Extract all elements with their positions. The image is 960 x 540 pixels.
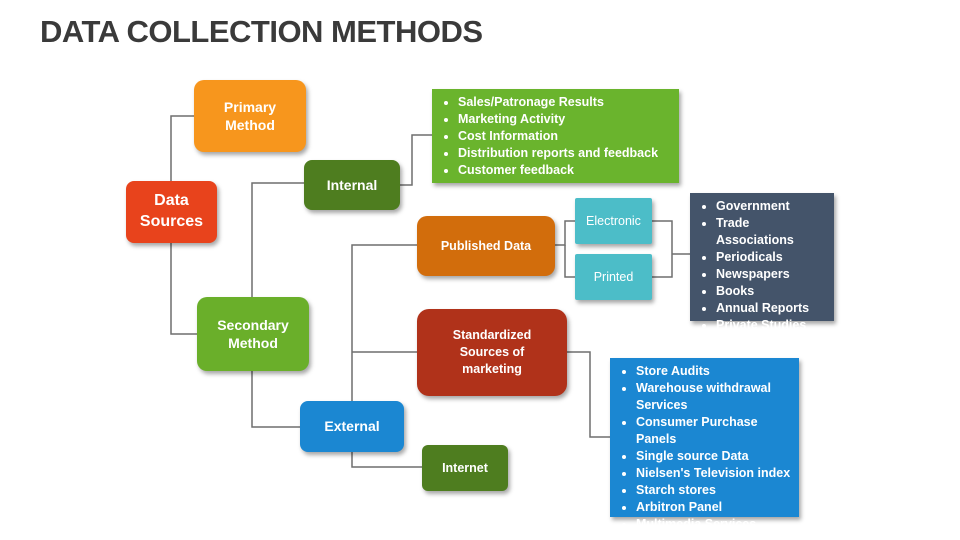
line-published-electronic — [555, 220, 575, 246]
list-item: Books — [716, 283, 828, 300]
internal-data-list-panel: Sales/Patronage Results Marketing Activi… — [432, 89, 679, 183]
list-item: Cost Information — [458, 128, 673, 145]
line-secondary-external — [251, 371, 300, 428]
list-item: Marketing Activity — [458, 111, 673, 128]
list-item: Periodicals — [716, 249, 828, 266]
standardized-sources-node: Standardized Sources of marketing — [417, 309, 567, 396]
list-item: Warehouse withdrawal Services — [636, 380, 793, 414]
standardized-sources-list-panel: Store Audits Warehouse withdrawal Servic… — [610, 358, 799, 531]
list-item: Government — [716, 198, 828, 215]
line-external-trunk — [351, 244, 417, 401]
line-secondary-internal — [251, 182, 304, 297]
list-item: Multimedia Services — [636, 516, 793, 533]
list-item: Private Studies — [716, 317, 828, 334]
internal-data-list: Sales/Patronage Results Marketing Activi… — [442, 94, 673, 179]
list-item: Sales/Patronage Results — [458, 94, 673, 111]
line-printed-list — [652, 254, 673, 278]
data-sources-node: Data Sources — [126, 181, 217, 243]
list-item: Distribution reports and feedback — [458, 145, 673, 162]
list-item: Annual Reports — [716, 300, 828, 317]
list-item: Arbitron Panel — [636, 499, 793, 516]
electronic-node: Electronic — [575, 198, 652, 244]
internal-node: Internal — [304, 160, 400, 210]
list-item: Store Audits — [636, 363, 793, 380]
list-item: Single source Data — [636, 448, 793, 465]
secondary-method-node: Secondary Method — [197, 297, 309, 371]
line-sources-primary — [170, 115, 194, 181]
line-published-printed — [564, 245, 575, 278]
line-internal-list — [400, 134, 432, 186]
published-sources-list-panel: Government Trade Associations Periodical… — [690, 193, 834, 332]
list-item: Newspapers — [716, 266, 828, 283]
list-item: Customer feedback — [458, 162, 673, 179]
line-sources-secondary — [170, 243, 197, 335]
internet-node: Internet — [422, 445, 508, 491]
external-node: External — [300, 401, 404, 452]
published-sources-list: Government Trade Associations Periodical… — [700, 198, 828, 334]
list-item: Starch stores — [636, 482, 793, 499]
list-item: Consumer Purchase Panels — [636, 414, 793, 448]
list-item: Trade Associations — [716, 215, 828, 249]
printed-node: Printed — [575, 254, 652, 300]
primary-method-node: Primary Method — [194, 80, 306, 152]
published-data-node: Published Data — [417, 216, 555, 276]
page-title: DATA COLLECTION METHODS — [40, 14, 483, 49]
standardized-sources-list: Store Audits Warehouse withdrawal Servic… — [620, 363, 793, 533]
list-item: Nielsen's Television index — [636, 465, 793, 482]
line-external-internet — [351, 452, 422, 468]
line-standardized-list — [567, 351, 610, 438]
line-electronic-list — [652, 220, 673, 254]
